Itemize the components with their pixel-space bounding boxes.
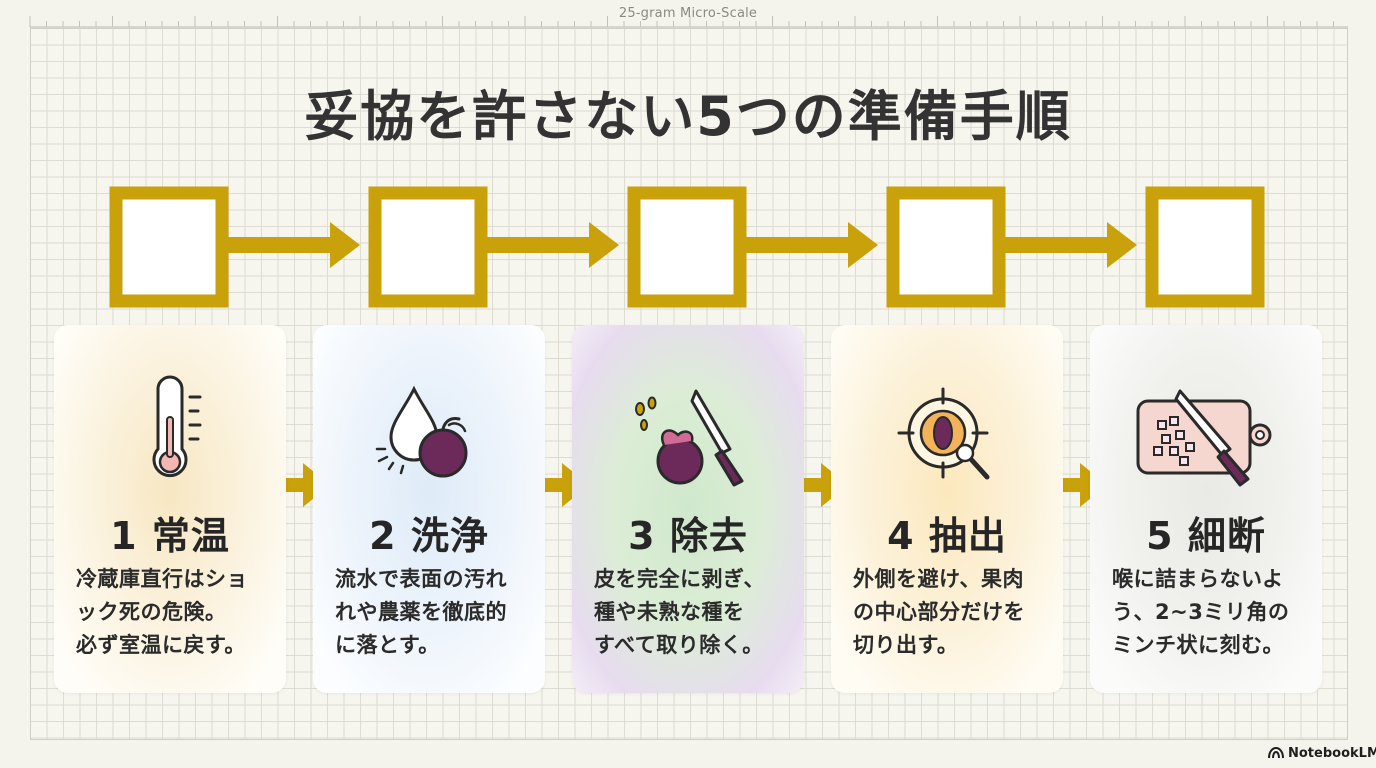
water-drop-berry-icon: [375, 385, 468, 478]
step-card-1: 1 常温 冷蔵庫直行はショ ック死の危険。 必ず室温に戻す。: [54, 325, 286, 693]
step-card-2: 2 洗浄 流水で表面の汚れ れや農薬を徹底的 に落とす。: [313, 325, 545, 693]
flow-arrow-2: [487, 222, 619, 268]
target-magnifier-icon: [897, 387, 990, 480]
step-title-4: 4 抽出: [887, 514, 1007, 558]
brand-badge: NotebookLM: [1268, 744, 1376, 762]
step-desc-1: 冷蔵庫直行はショ ック死の危険。 必ず室温に戻す。: [76, 563, 272, 662]
step-desc-1-line-3: 必ず室温に戻す。: [76, 633, 246, 657]
top-ruler: [29, 16, 1348, 28]
step-desc-2-line-3: に落とす。: [335, 633, 440, 657]
step-desc-5-line-2: う、2~3ミリ角の: [1112, 600, 1290, 624]
flow-arrow-1: [228, 222, 360, 268]
flow-box-5: [1145, 186, 1265, 308]
step-desc-5: 喉に詰まらないよ う、2~3ミリ角の ミンチ状に刻む。: [1112, 563, 1308, 662]
step-desc-5-line-3: ミンチ状に刻む。: [1112, 633, 1284, 657]
thermometer-icon: [152, 375, 202, 478]
step-desc-4: 外側を避け、果肉 の中心部分だけを 切り出す。: [853, 563, 1049, 662]
page-title: 妥協を許さない5つの準備手順: [304, 85, 1072, 148]
flow-arrow-3: [746, 222, 878, 268]
step-desc-4-line-2: の中心部分だけを: [853, 600, 1025, 624]
step-title-3: 3 除去: [628, 514, 748, 558]
step-desc-5-line-1: 喉に詰まらないよ: [1112, 567, 1284, 591]
step-desc-3-line-2: 種や未熟な種を: [594, 600, 745, 624]
step-desc-3: 皮を完全に剥ぎ、 種や未熟な種を すべて取り除く。: [594, 563, 790, 662]
flow-box-4: [886, 186, 1006, 308]
scale-label: 25-gram Micro-Scale: [618, 6, 758, 21]
notebooklm-logo-icon: [1268, 747, 1284, 759]
step-desc-2-line-1: 流水で表面の汚れ: [335, 567, 507, 591]
step-card-5: 5 細断 喉に詰まらないよ う、2~3ミリ角の ミンチ状に刻む。: [1090, 325, 1322, 693]
flow-arrow-4: [1005, 222, 1137, 268]
step-title-1: 1 常温: [110, 514, 230, 558]
step-desc-2-line-2: れや農薬を徹底的: [335, 600, 507, 624]
step-desc-1-line-2: ック死の危険。: [76, 600, 227, 624]
step-card-4: 4 抽出 外側を避け、果肉 の中心部分だけを 切り出す。: [831, 325, 1063, 693]
step-desc-4-line-3: 切り出す。: [853, 633, 959, 657]
step-desc-1-line-1: 冷蔵庫直行はショ: [76, 567, 248, 591]
step-card-3: 3 除去 皮を完全に剥ぎ、 種や未熟な種を すべて取り除く。: [572, 325, 804, 693]
knife-peeling-icon: [635, 389, 744, 487]
step-desc-3-line-3: すべて取り除く。: [594, 633, 764, 657]
step-title-5: 5 細断: [1146, 514, 1266, 558]
step-desc-4-line-1: 外側を避け、果肉: [853, 567, 1024, 591]
flow-box-2: [368, 186, 488, 308]
flow-box-3: [627, 186, 747, 308]
cutting-board-knife-icon: [1136, 389, 1272, 487]
step-title-2: 2 洗浄: [369, 514, 489, 558]
step-desc-3-line-1: 皮を完全に剥ぎ、: [594, 567, 765, 591]
flow-box-1: [109, 186, 229, 308]
step-desc-2: 流水で表面の汚れ れや農薬を徹底的 に落とす。: [335, 563, 531, 662]
brand-name: NotebookLM: [1288, 745, 1376, 761]
